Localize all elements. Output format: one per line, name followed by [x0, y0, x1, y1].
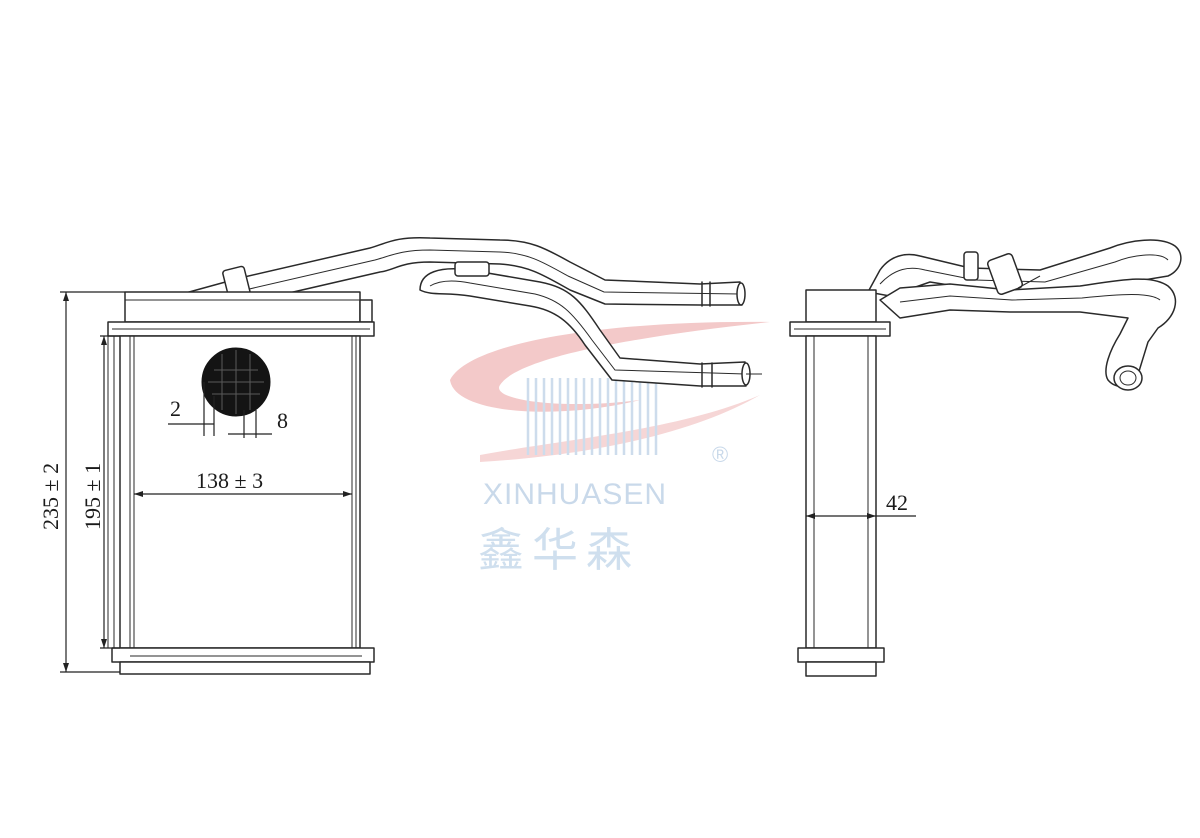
- fin-pitch-right-label: 8: [277, 408, 288, 433]
- fin-detail-callout: 2 8: [168, 347, 288, 438]
- watermark-swoosh: [450, 321, 770, 412]
- watermark-stripes: [526, 378, 658, 455]
- brand-watermark: ® XINHUASEN 鑫华森: [450, 321, 770, 577]
- front-bottom-header-plate: [111, 647, 375, 663]
- watermark-brand-english: XINHUASEN: [483, 478, 667, 511]
- core-height-label: 195 ± 1: [80, 463, 105, 530]
- overall-height-dimension: 235 ± 2: [38, 291, 125, 673]
- front-lower-pipe: [419, 261, 762, 388]
- fin-pitch-left-label: 2: [170, 396, 181, 421]
- depth-dimension: 42: [806, 490, 916, 519]
- overall-height-label: 235 ± 2: [38, 463, 63, 530]
- side-bottom-header-plate: [797, 647, 885, 663]
- side-pipe-outlet: [1113, 365, 1143, 391]
- side-bottom-tank: [805, 661, 877, 677]
- watermark-registered-mark: ®: [712, 442, 728, 467]
- front-top-tank: [124, 291, 361, 323]
- side-pipes: [867, 239, 1182, 391]
- depth-label: 42: [886, 490, 908, 515]
- core-width-label: 138 ± 3: [196, 468, 263, 493]
- side-view: 42: [789, 239, 1182, 677]
- front-lower-pipe-clamp: [454, 261, 490, 277]
- watermark-swoosh-lower: [480, 395, 760, 462]
- watermark-brand-chinese: 鑫华森: [478, 523, 640, 577]
- front-bottom-tank: [119, 661, 371, 675]
- core-height-dimension: 195 ± 1: [80, 335, 120, 649]
- side-top-tank: [805, 289, 877, 323]
- side-pipe-clamp: [987, 253, 1023, 295]
- front-view: 2 8 138 ± 3 235 ± 2 195 ± 1: [38, 236, 762, 675]
- side-core: [805, 335, 877, 649]
- core-width-dimension: 138 ± 3: [134, 468, 352, 497]
